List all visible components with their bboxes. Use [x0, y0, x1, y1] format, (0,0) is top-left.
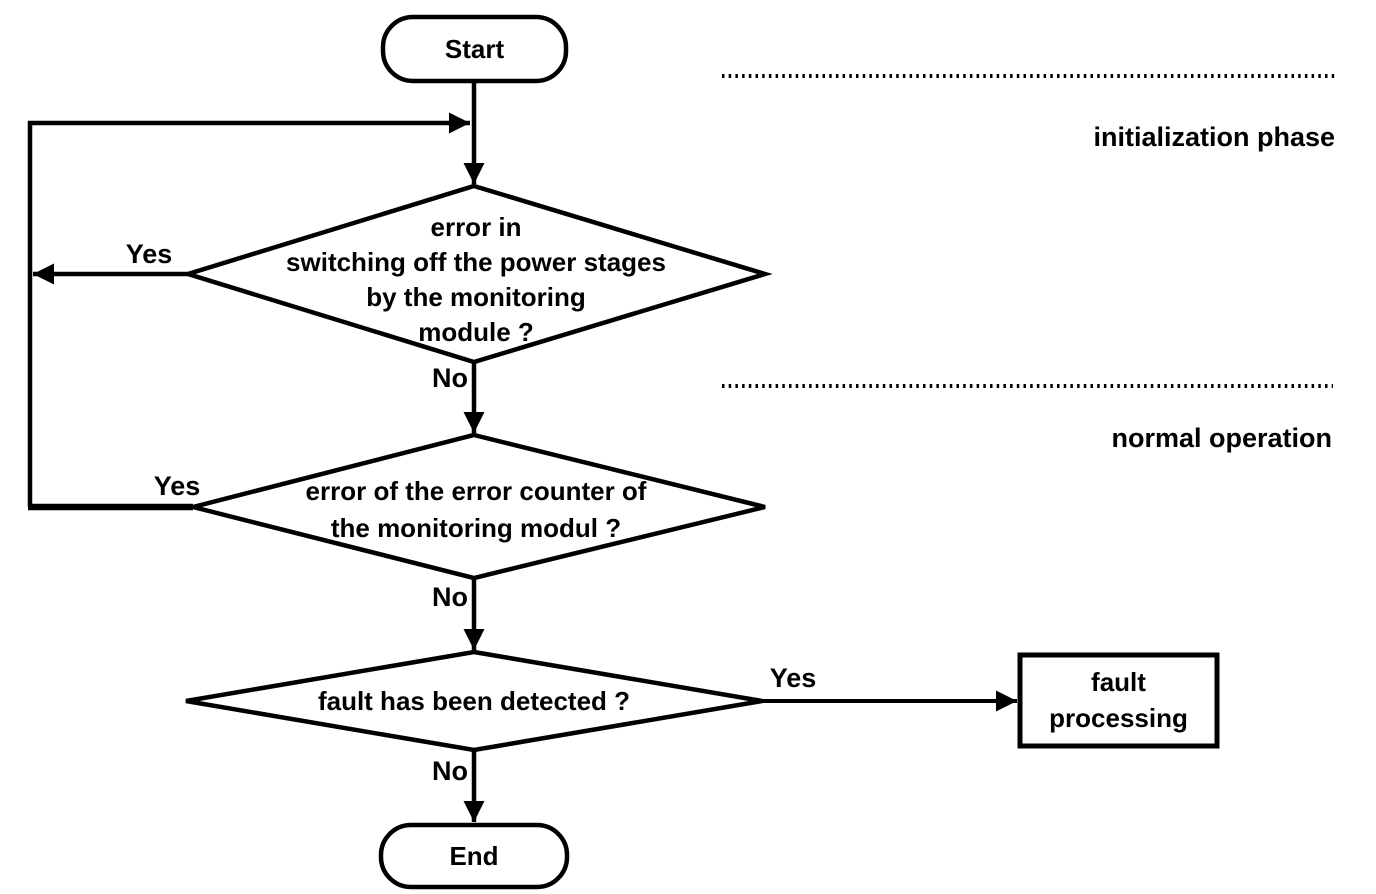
decision1-text: error in switching off the power stages …	[254, 210, 698, 350]
decision2-no-label: No	[432, 581, 468, 612]
decision1-text-line1: error in	[430, 212, 522, 242]
fault-processing-text: fault processing	[1020, 664, 1217, 736]
decision2-text: error of the error counter of the monito…	[254, 473, 698, 547]
start-node-label: Start	[444, 33, 505, 64]
normal-operation-label: normal operation	[1111, 423, 1332, 453]
decision2-text-line1: error of the error counter of	[305, 476, 647, 506]
decision3-text: fault has been detected ?	[317, 685, 631, 716]
decision1-text-line3: by the monitoring	[366, 282, 586, 312]
decision2-yes-label: Yes	[153, 470, 201, 501]
decision1-yes-label: Yes	[125, 238, 173, 269]
decision1-no-label: No	[432, 362, 468, 393]
fault-processing-box	[1017, 652, 1220, 749]
start-node-shape	[380, 14, 569, 84]
initialization-phase-label: initialization phase	[1093, 122, 1335, 152]
fault-processing-text-line2: processing	[1049, 703, 1188, 733]
fault-processing-text-line1: fault	[1091, 667, 1146, 697]
decision2-text-line2: the monitoring modul ?	[330, 513, 622, 543]
decision1-text-line2: switching off the power stages	[286, 247, 666, 277]
decision3-yes-label: Yes	[769, 662, 817, 693]
decision1-text-line4: module ?	[418, 317, 534, 347]
decision3-no-label: No	[432, 755, 468, 786]
end-node-shape	[378, 822, 570, 890]
end-node-label: End	[449, 840, 499, 871]
